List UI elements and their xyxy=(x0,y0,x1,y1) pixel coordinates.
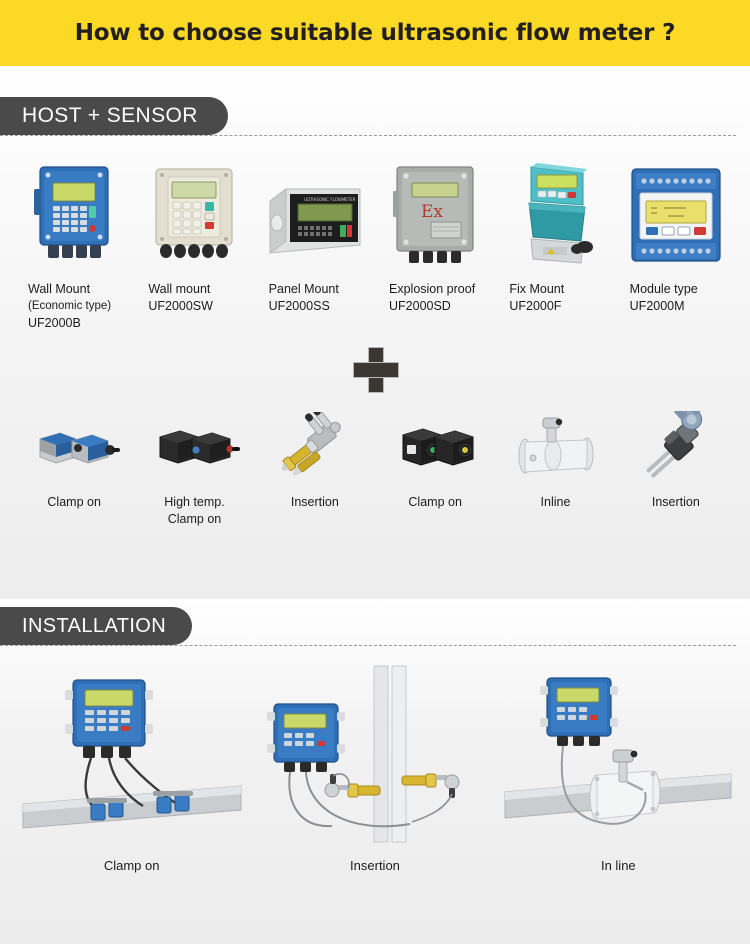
host-item-uf2000f[interactable]: Fix Mount UF2000F xyxy=(495,155,615,332)
installation-label: Clamp on xyxy=(103,858,160,873)
clamp-on-transducer-black-icon xyxy=(375,406,495,488)
installation-item-clamp-on[interactable]: Clamp on xyxy=(10,661,253,873)
installation-section: INSTALLATION xyxy=(0,599,750,944)
plus-sign-icon xyxy=(353,347,399,393)
host-item-uf2000ss[interactable]: ULTRASONIC FLOWMETER xyxy=(255,155,375,332)
insertion-transducer-brass-icon xyxy=(255,406,375,488)
wall-mount-blue-meter-icon xyxy=(14,155,134,271)
host-model: UF2000SW xyxy=(148,299,213,313)
sensor-caption: High temp. Clamp on xyxy=(134,494,254,528)
install-insertion-diagram-icon xyxy=(253,661,496,846)
svg-text:ULTRASONIC FLOWMETER: ULTRASONIC FLOWMETER xyxy=(304,197,356,202)
host-model: UF2000F xyxy=(509,299,562,313)
sensor-item-clamp-on-blue[interactable]: Clamp on xyxy=(14,406,134,528)
host-caption: Module type UF2000M xyxy=(616,281,736,315)
host-name: Wall Mount xyxy=(28,282,91,296)
host-model: UF2000M xyxy=(629,299,685,313)
plus-divider xyxy=(0,332,750,406)
installation-label: Insertion xyxy=(350,858,400,873)
wall-mount-beige-meter-icon xyxy=(134,155,254,271)
section-header-installation: INSTALLATION xyxy=(0,607,193,645)
high-temp-clamp-on-transducer-icon xyxy=(134,406,254,488)
sensor-item-inline[interactable]: Inline xyxy=(495,406,615,528)
installation-item-insertion[interactable]: Insertion xyxy=(253,661,496,873)
host-item-uf2000sd[interactable]: Ex Explosion proof UF2000SD xyxy=(375,155,495,332)
host-divider-line xyxy=(0,135,736,136)
fix-mount-meter-icon xyxy=(495,155,615,271)
host-item-uf2000sw[interactable]: Wall mount UF2000SW xyxy=(134,155,254,332)
host-sub: (Economic type) xyxy=(28,300,112,312)
host-model: UF2000SD xyxy=(389,299,451,313)
module-type-meter-icon xyxy=(616,155,736,271)
sensor-caption: Insertion xyxy=(616,494,736,511)
inline-flow-tube-icon xyxy=(495,406,615,488)
sensor-item-clamp-on-black[interactable]: Clamp on xyxy=(375,406,495,528)
sensor-label: High temp. xyxy=(164,495,225,509)
host-sensor-section: HOST + SENSOR xyxy=(0,66,750,599)
sensor-caption: Clamp on xyxy=(14,494,134,511)
host-name: Module type xyxy=(629,282,698,296)
clamp-on-transducer-blue-icon xyxy=(14,406,134,488)
installation-header-row: INSTALLATION xyxy=(0,607,750,647)
sensor-grid: Clamp on xyxy=(0,406,750,528)
host-name: Fix Mount xyxy=(509,282,565,296)
host-caption: Panel Mount UF2000SS xyxy=(255,281,375,315)
insertion-probe-assembly-icon xyxy=(616,406,736,488)
svg-text:Ex: Ex xyxy=(421,202,443,222)
installation-label: In line xyxy=(600,858,636,873)
panel-mount-meter-icon: ULTRASONIC FLOWMETER xyxy=(255,155,375,271)
sensor-caption: Clamp on xyxy=(375,494,495,511)
host-caption: Fix Mount UF2000F xyxy=(495,281,615,315)
host-grid: Wall Mount (Economic type) UF2000B xyxy=(0,155,750,332)
host-caption: Explosion proof UF2000SD xyxy=(375,281,495,315)
sensor-label: Insertion xyxy=(651,495,700,509)
sensor-item-high-temp-clamp-on[interactable]: High temp. Clamp on xyxy=(134,406,254,528)
host-caption: Wall mount UF2000SW xyxy=(134,281,254,315)
sensor-caption: Inline xyxy=(495,494,615,511)
host-name: Explosion proof xyxy=(389,282,476,296)
sensor-label: Clamp on xyxy=(47,495,101,509)
page-title: How to choose suitable ultrasonic flow m… xyxy=(74,20,676,46)
host-model: UF2000SS xyxy=(268,299,330,313)
host-item-uf2000b[interactable]: Wall Mount (Economic type) UF2000B xyxy=(14,155,134,332)
sensor-label: Clamp on xyxy=(408,495,462,509)
sensor-label: Inline xyxy=(540,495,571,509)
sensor-caption: Insertion xyxy=(255,494,375,511)
host-item-uf2000m[interactable]: Module type UF2000M xyxy=(616,155,736,332)
sensor-item-insertion-brass[interactable]: Insertion xyxy=(255,406,375,528)
installation-divider-line xyxy=(0,645,736,646)
installation-grid: Clamp on xyxy=(0,661,750,873)
host-model: UF2000B xyxy=(28,316,81,330)
host-header-row: HOST + SENSOR xyxy=(0,97,750,137)
section-header-host-sensor: HOST + SENSOR xyxy=(0,97,228,135)
host-name: Panel Mount xyxy=(268,282,339,296)
explosion-proof-meter-icon: Ex xyxy=(375,155,495,271)
sensor-label-2: Clamp on xyxy=(167,512,222,526)
host-name: Wall mount xyxy=(148,282,211,296)
page-banner: How to choose suitable ultrasonic flow m… xyxy=(0,0,750,66)
sensor-item-insertion-probe[interactable]: Insertion xyxy=(616,406,736,528)
installation-item-in-line[interactable]: In line xyxy=(497,661,740,873)
host-caption: Wall Mount (Economic type) UF2000B xyxy=(14,281,134,332)
install-inline-diagram-icon xyxy=(497,661,740,846)
sensor-label: Insertion xyxy=(290,495,339,509)
install-clamp-on-diagram-icon xyxy=(10,661,253,846)
